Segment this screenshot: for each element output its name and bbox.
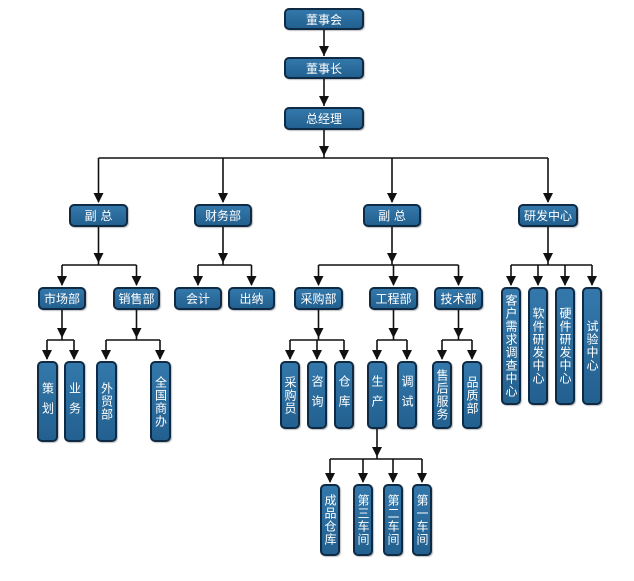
arrow-icon — [387, 253, 397, 263]
arrow-icon — [319, 146, 329, 156]
org-node-national-office[interactable]: 全国商办 — [150, 361, 171, 442]
org-node-customer-research[interactable]: 客户需求调查中心 — [501, 287, 521, 405]
org-node-chairman[interactable]: 董事长 — [284, 57, 364, 79]
arrow-icon — [543, 253, 553, 263]
org-node-hardware-rnd[interactable]: 硬件研发中心 — [555, 287, 575, 405]
arrow-icon — [387, 193, 397, 203]
org-node-workshop-1[interactable]: 第一车间 — [412, 484, 432, 556]
arrow-icon — [101, 350, 111, 360]
arrow-icon — [155, 350, 165, 360]
org-node-warehouse[interactable]: 仓库 — [334, 361, 354, 429]
org-node-market[interactable]: 市场部 — [38, 287, 86, 310]
arrow-icon — [506, 276, 516, 286]
arrow-icon — [218, 193, 228, 203]
arrow-icon — [402, 350, 412, 360]
arrow-icon — [533, 276, 543, 286]
org-node-sales[interactable]: 销售部 — [113, 287, 160, 310]
arrow-icon — [453, 328, 464, 338]
org-node-engineering[interactable]: 工程部 — [369, 287, 418, 310]
arrow-icon — [193, 276, 203, 286]
arrow-icon — [453, 276, 464, 286]
arrow-icon — [560, 276, 570, 286]
arrow-icon — [325, 473, 335, 483]
arrow-icon — [93, 253, 104, 263]
org-node-vp2[interactable]: 副 总 — [363, 204, 421, 227]
arrow-icon — [339, 350, 349, 360]
org-node-workshop-3[interactable]: 第三车间 — [353, 484, 373, 556]
arrow-icon — [417, 473, 427, 483]
org-node-after-sales[interactable]: 售后服务 — [432, 361, 452, 429]
org-node-test-center[interactable]: 试验中心 — [582, 287, 602, 405]
arrow-icon — [319, 96, 329, 106]
org-node-quality[interactable]: 品质部 — [462, 361, 482, 429]
arrow-icon — [57, 328, 67, 338]
org-node-buyer[interactable]: 采购员 — [280, 361, 300, 429]
arrow-icon — [57, 276, 67, 286]
org-node-planning[interactable]: 策划 — [37, 361, 58, 442]
org-node-production[interactable]: 生产 — [367, 361, 387, 429]
arrow-icon — [358, 473, 368, 483]
arrow-icon — [285, 350, 295, 360]
arrow-icon — [388, 328, 399, 338]
org-node-workshop-2[interactable]: 第二车间 — [383, 484, 403, 556]
arrow-icon — [388, 276, 399, 286]
arrow-icon — [218, 253, 228, 263]
org-node-software-rnd[interactable]: 软件研发中心 — [528, 287, 548, 405]
arrow-icon — [467, 350, 477, 360]
arrow-icon — [312, 350, 322, 360]
org-node-finance[interactable]: 财务部 — [194, 204, 252, 227]
arrow-icon — [587, 276, 597, 286]
org-node-finished-goods[interactable]: 成品仓库 — [320, 484, 340, 556]
org-node-rnd[interactable]: 研发中心 — [518, 204, 578, 227]
org-node-gm[interactable]: 总经理 — [284, 107, 364, 130]
arrow-icon — [131, 276, 142, 286]
org-node-consulting[interactable]: 咨询 — [307, 361, 327, 429]
arrow-icon — [246, 276, 257, 286]
arrow-icon — [42, 350, 52, 360]
arrow-icon — [69, 350, 79, 360]
arrow-icon — [319, 46, 329, 56]
org-node-debugging[interactable]: 调试 — [397, 361, 417, 429]
org-node-business[interactable]: 业务 — [64, 361, 85, 442]
org-node-tech[interactable]: 技术部 — [434, 287, 483, 310]
arrow-icon — [313, 328, 324, 338]
arrow-icon — [372, 447, 382, 457]
arrow-icon — [313, 276, 324, 286]
org-node-accounting[interactable]: 会计 — [174, 287, 222, 310]
arrow-icon — [93, 193, 104, 203]
arrow-icon — [388, 473, 398, 483]
org-node-cashier[interactable]: 出纳 — [228, 287, 275, 310]
org-node-foreign-trade[interactable]: 外贸部 — [96, 361, 117, 442]
org-node-purchasing[interactable]: 采购部 — [294, 287, 343, 310]
arrow-icon — [543, 193, 553, 203]
org-node-board[interactable]: 董事会 — [284, 8, 364, 30]
arrow-icon — [372, 350, 382, 360]
org-node-vp1[interactable]: 副 总 — [69, 204, 128, 227]
arrow-icon — [437, 350, 447, 360]
arrow-icon — [131, 328, 142, 338]
